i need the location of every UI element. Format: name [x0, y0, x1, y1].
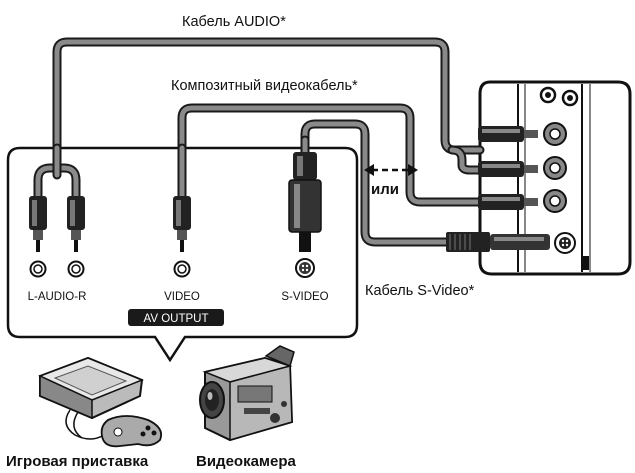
tv-svideo-plug — [446, 232, 550, 252]
composite-cable-label: Композитный видеокабель* — [171, 78, 358, 94]
svideo-port — [295, 258, 315, 278]
rca-plug-video — [173, 196, 191, 252]
camcorder-icon — [199, 345, 295, 442]
svideo-plug — [288, 152, 322, 252]
rca-plug-audio-r — [67, 196, 85, 252]
game-console-icon — [38, 356, 163, 448]
port-label-audio: L-AUDIO-R — [28, 291, 87, 303]
av-output-panel — [6, 146, 359, 363]
audio-cable-label: Кабель AUDIO* — [182, 14, 286, 30]
or-label: или — [371, 181, 399, 198]
rca-plug-audio-l — [29, 196, 47, 252]
tv-rca-plug — [478, 126, 538, 142]
audio-r-port — [67, 260, 85, 278]
tv-rca-plug — [478, 161, 538, 177]
av-output-label: AV OUTPUT — [144, 313, 209, 325]
tv-jack — [543, 156, 567, 180]
audio-l-port — [29, 260, 47, 278]
tv-jack — [543, 189, 567, 213]
av-output-badge — [128, 309, 224, 326]
tv-svideo-jack — [554, 232, 576, 254]
double-arrow-icon — [364, 164, 418, 176]
game-console-label: Игровая приставка — [6, 453, 149, 470]
svideo-cable-label: Кабель S-Video* — [365, 283, 475, 299]
port-label-svideo: S-VIDEO — [281, 291, 328, 303]
camcorder-label: Видеокамера — [196, 453, 297, 470]
port-label-video: VIDEO — [164, 291, 200, 303]
tv-jack — [543, 122, 567, 146]
video-port — [173, 260, 191, 278]
tv-rca-plug — [478, 194, 538, 210]
